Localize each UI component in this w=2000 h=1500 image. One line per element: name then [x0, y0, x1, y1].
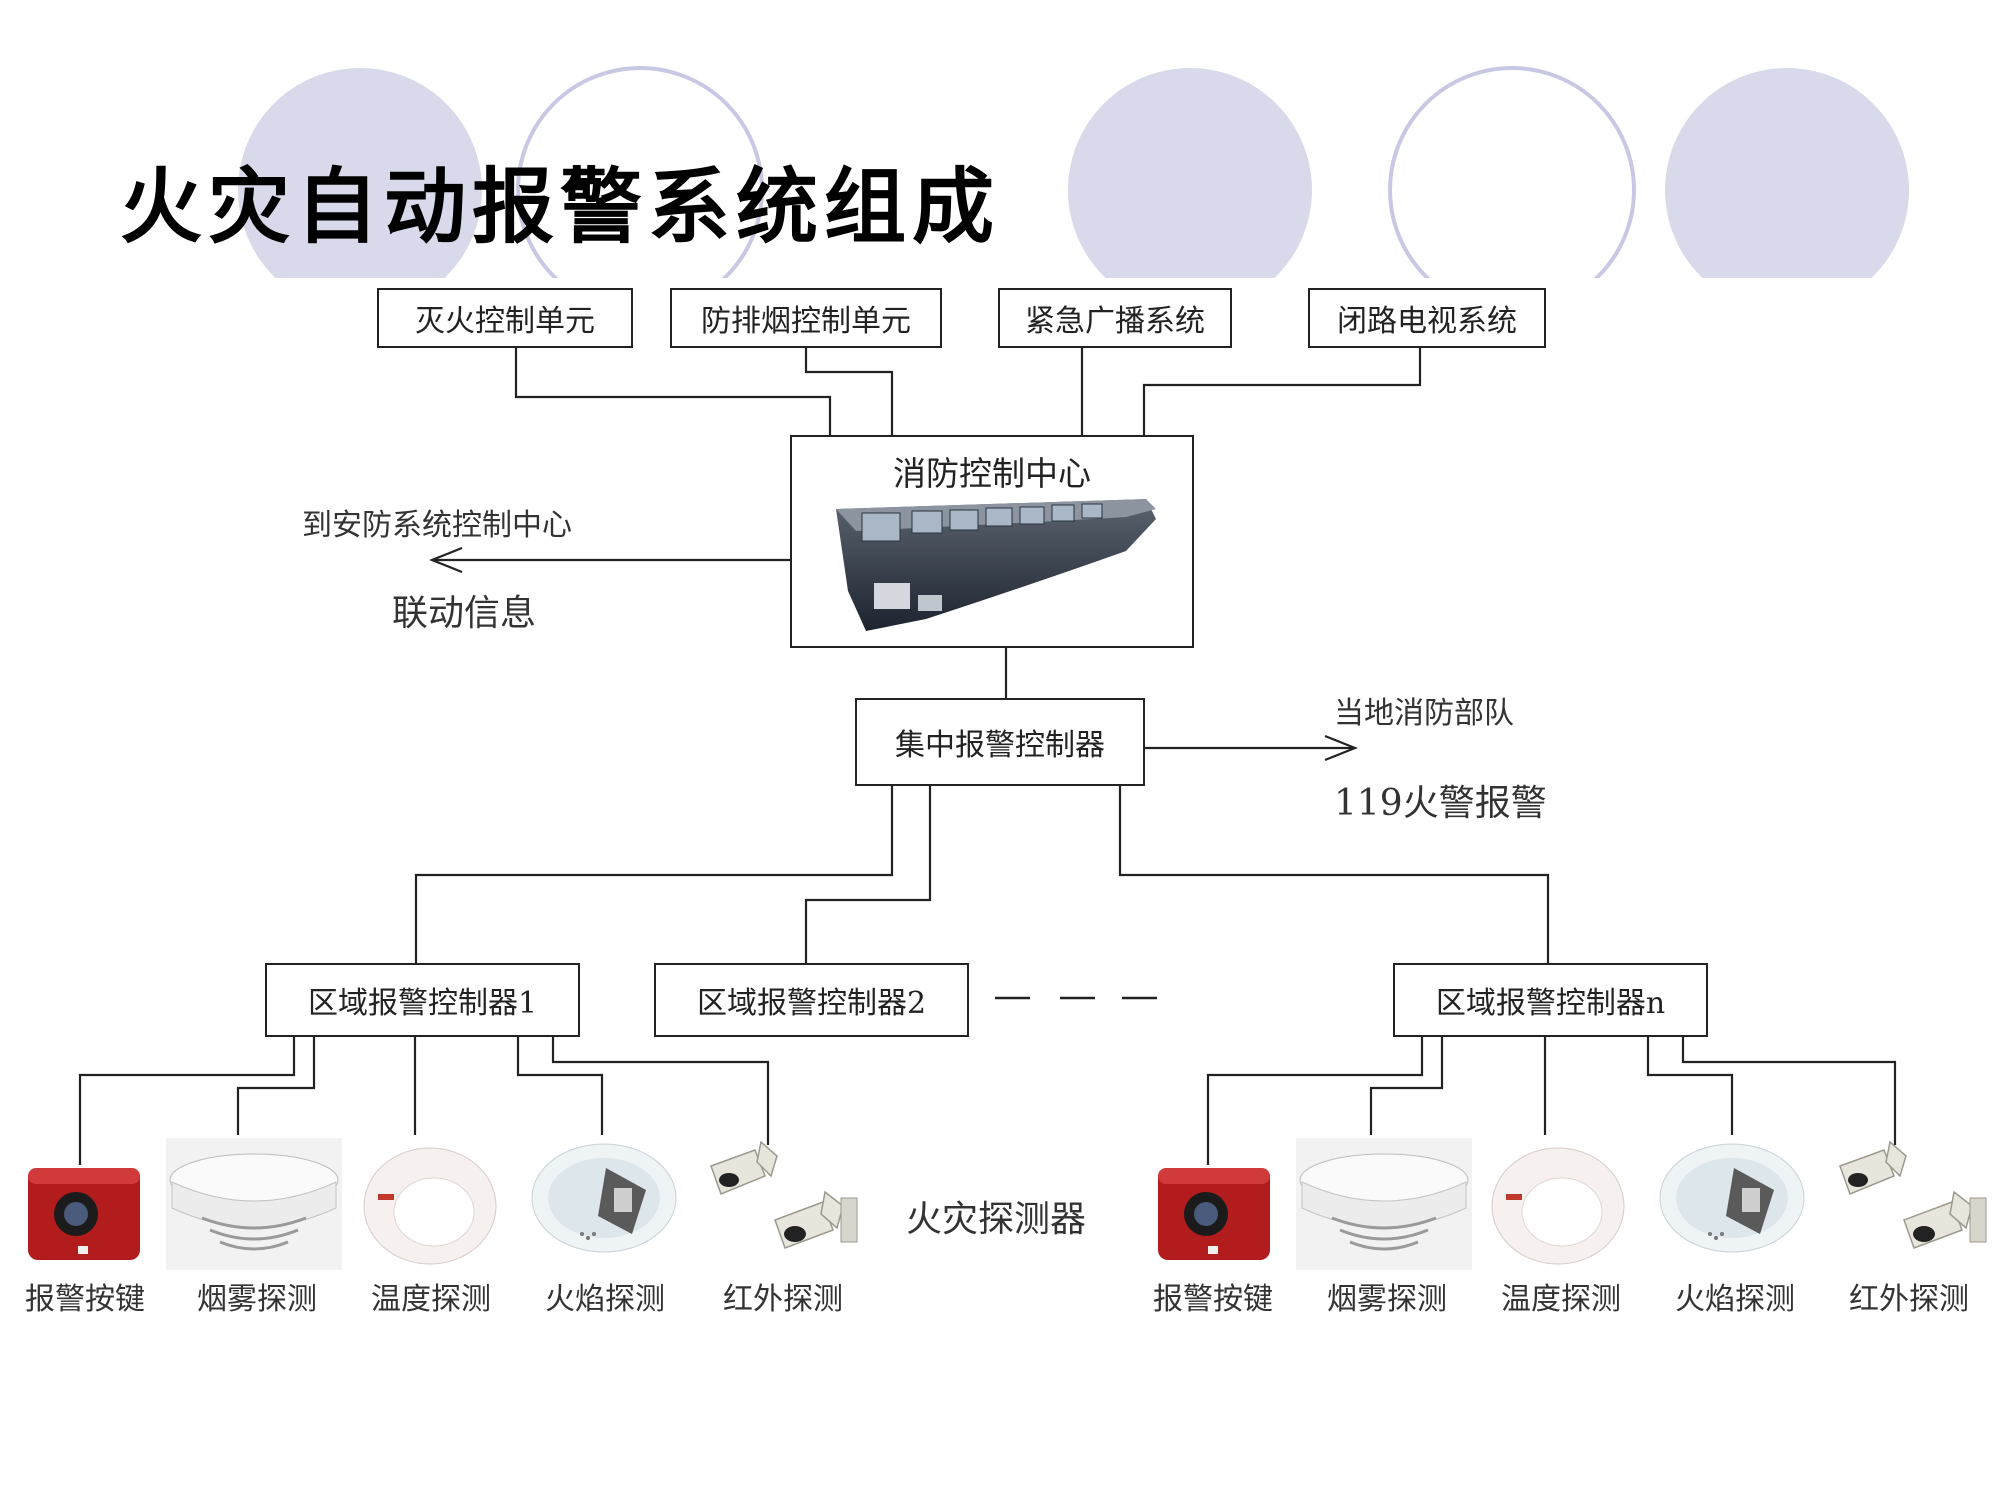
connector	[551, 1037, 770, 1145]
arrow-head	[1324, 734, 1358, 762]
central-controller-box: 集中报警控制器	[855, 698, 1145, 786]
flame-detector-icon	[531, 1143, 677, 1253]
device-label: 温度探测	[371, 1282, 491, 1317]
smoke-detector-icon	[1296, 1138, 1472, 1270]
deco-circle	[516, 66, 764, 278]
connector	[1142, 348, 1422, 435]
zone-controller-2-box: 区域报警控制器2	[654, 963, 969, 1037]
device-label: 火焰探测	[1675, 1282, 1795, 1317]
control-center-box: 消防控制中心	[790, 435, 1194, 648]
detectors-caption: 火灾探测器	[906, 1199, 1087, 1240]
zone-controller-n-box: 区域报警控制器n	[1393, 963, 1708, 1037]
device-label: 火焰探测	[545, 1282, 665, 1317]
connector	[1681, 1037, 1897, 1145]
connector	[236, 1037, 316, 1135]
smoke-detector-icon	[166, 1138, 342, 1270]
fire-brigade-label: 当地消防部队	[1334, 696, 1514, 731]
zone-controller-1-box: 区域报警控制器1	[265, 963, 580, 1037]
connector	[516, 1037, 604, 1135]
slide-title: 火灾自动报警系统组成	[120, 160, 1001, 255]
control-center-title: 消防控制中心	[893, 454, 1091, 493]
device-label: 报警按键	[25, 1282, 145, 1317]
alarm-button-icon	[28, 1168, 140, 1260]
heat-detector-icon	[1491, 1147, 1625, 1265]
deco-circle	[1388, 66, 1636, 278]
deco-circle	[1068, 68, 1312, 278]
connector	[804, 348, 894, 435]
connector	[514, 348, 832, 435]
connector	[414, 786, 894, 963]
infrared-detector-icon	[1839, 1140, 1987, 1249]
device-label: 报警按键	[1153, 1282, 1273, 1317]
connector	[804, 786, 932, 963]
security-center-label: 到安防系统控制中心	[302, 508, 572, 543]
deco-circle	[238, 68, 482, 278]
connector	[1369, 1037, 1444, 1135]
device-label: 烟雾探测	[1327, 1282, 1447, 1317]
device-label: 温度探测	[1501, 1282, 1621, 1317]
alarm-button-icon	[1158, 1168, 1270, 1260]
device-label: 红外探测	[1849, 1282, 1969, 1317]
unit-box-cctv: 闭路电视系统	[1308, 288, 1546, 348]
linkage-info-label: 联动信息	[392, 593, 537, 634]
console-image	[836, 499, 1156, 631]
connector	[1646, 1037, 1734, 1135]
device-label: 烟雾探测	[197, 1282, 317, 1317]
unit-box-extinguishing: 灭火控制单元	[377, 288, 633, 348]
arrow-head	[429, 546, 463, 574]
decorative-circles	[238, 66, 1909, 278]
alarm-119-label: 119火警报警	[1334, 783, 1547, 824]
infrared-detector-icon	[710, 1140, 858, 1249]
unit-box-smoke-control: 防排烟控制单元	[670, 288, 942, 348]
deco-circle	[1665, 68, 1909, 278]
heat-detector-icon	[363, 1147, 497, 1265]
flame-detector-icon	[1659, 1143, 1805, 1253]
device-label: 红外探测	[723, 1282, 843, 1317]
unit-box-broadcast: 紧急广播系统	[998, 288, 1232, 348]
